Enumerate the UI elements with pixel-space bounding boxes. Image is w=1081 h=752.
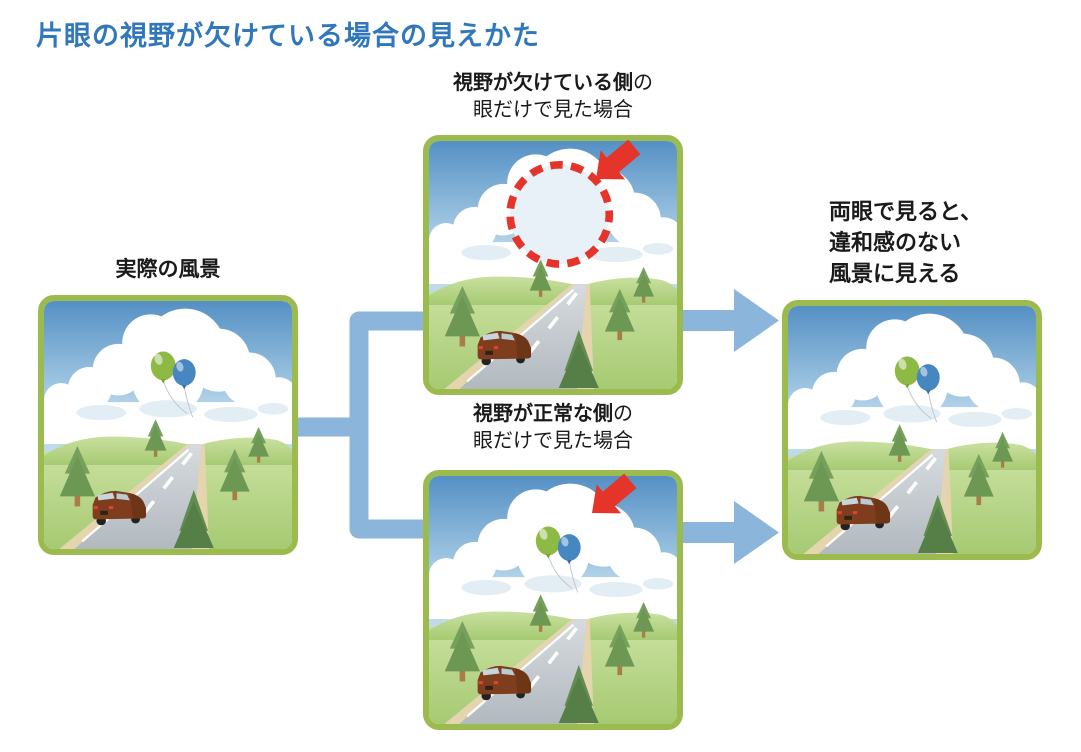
scotoma-dashed-circle-icon (506, 161, 614, 268)
panel-normal-eye-view (423, 470, 683, 730)
panel-binocular-view (782, 300, 1042, 560)
label-normal-eye-emphasis: 視野が正常な側 (473, 403, 613, 425)
label-binocular-line3: 風景に見える (829, 261, 961, 286)
label-binocular-line1: 両眼で見ると、 (829, 199, 983, 224)
label-defect-eye-particle: の (633, 72, 653, 94)
panel-defect-eye-view (423, 135, 683, 395)
label-defect-eye: 視野が欠けている側の 眼だけで見た場合 (423, 70, 683, 124)
panel-actual-scenery (38, 295, 298, 555)
scotoma-area (510, 164, 610, 265)
scene-actual (44, 301, 292, 549)
label-normal-eye: 視野が正常な側の 眼だけで見た場合 (423, 401, 683, 455)
label-normal-eye-line2: 眼だけで見た場合 (473, 430, 633, 452)
label-actual-scenery: 実際の風景 (115, 258, 221, 281)
red-arrow-normal-icon (592, 473, 637, 514)
scene-binocular (788, 306, 1036, 554)
page-title: 片眼の視野が欠けている場合の見えかた (36, 21, 540, 51)
scene-defect-eye (429, 141, 677, 389)
branch-connector-line (349, 311, 423, 539)
label-defect-eye-emphasis: 視野が欠けている側 (453, 72, 633, 94)
red-arrow-defect-icon (596, 139, 641, 180)
label-normal-eye-particle: の (613, 403, 633, 425)
label-defect-eye-line2: 眼だけで見た場合 (473, 99, 633, 121)
arrow-right-bottom-icon (682, 501, 779, 564)
arrow-right-top-icon (682, 289, 779, 352)
label-binocular-view: 両眼で見ると、 違和感のない 風景に見える (829, 196, 1059, 289)
label-binocular-line2: 違和感のない (829, 230, 962, 255)
